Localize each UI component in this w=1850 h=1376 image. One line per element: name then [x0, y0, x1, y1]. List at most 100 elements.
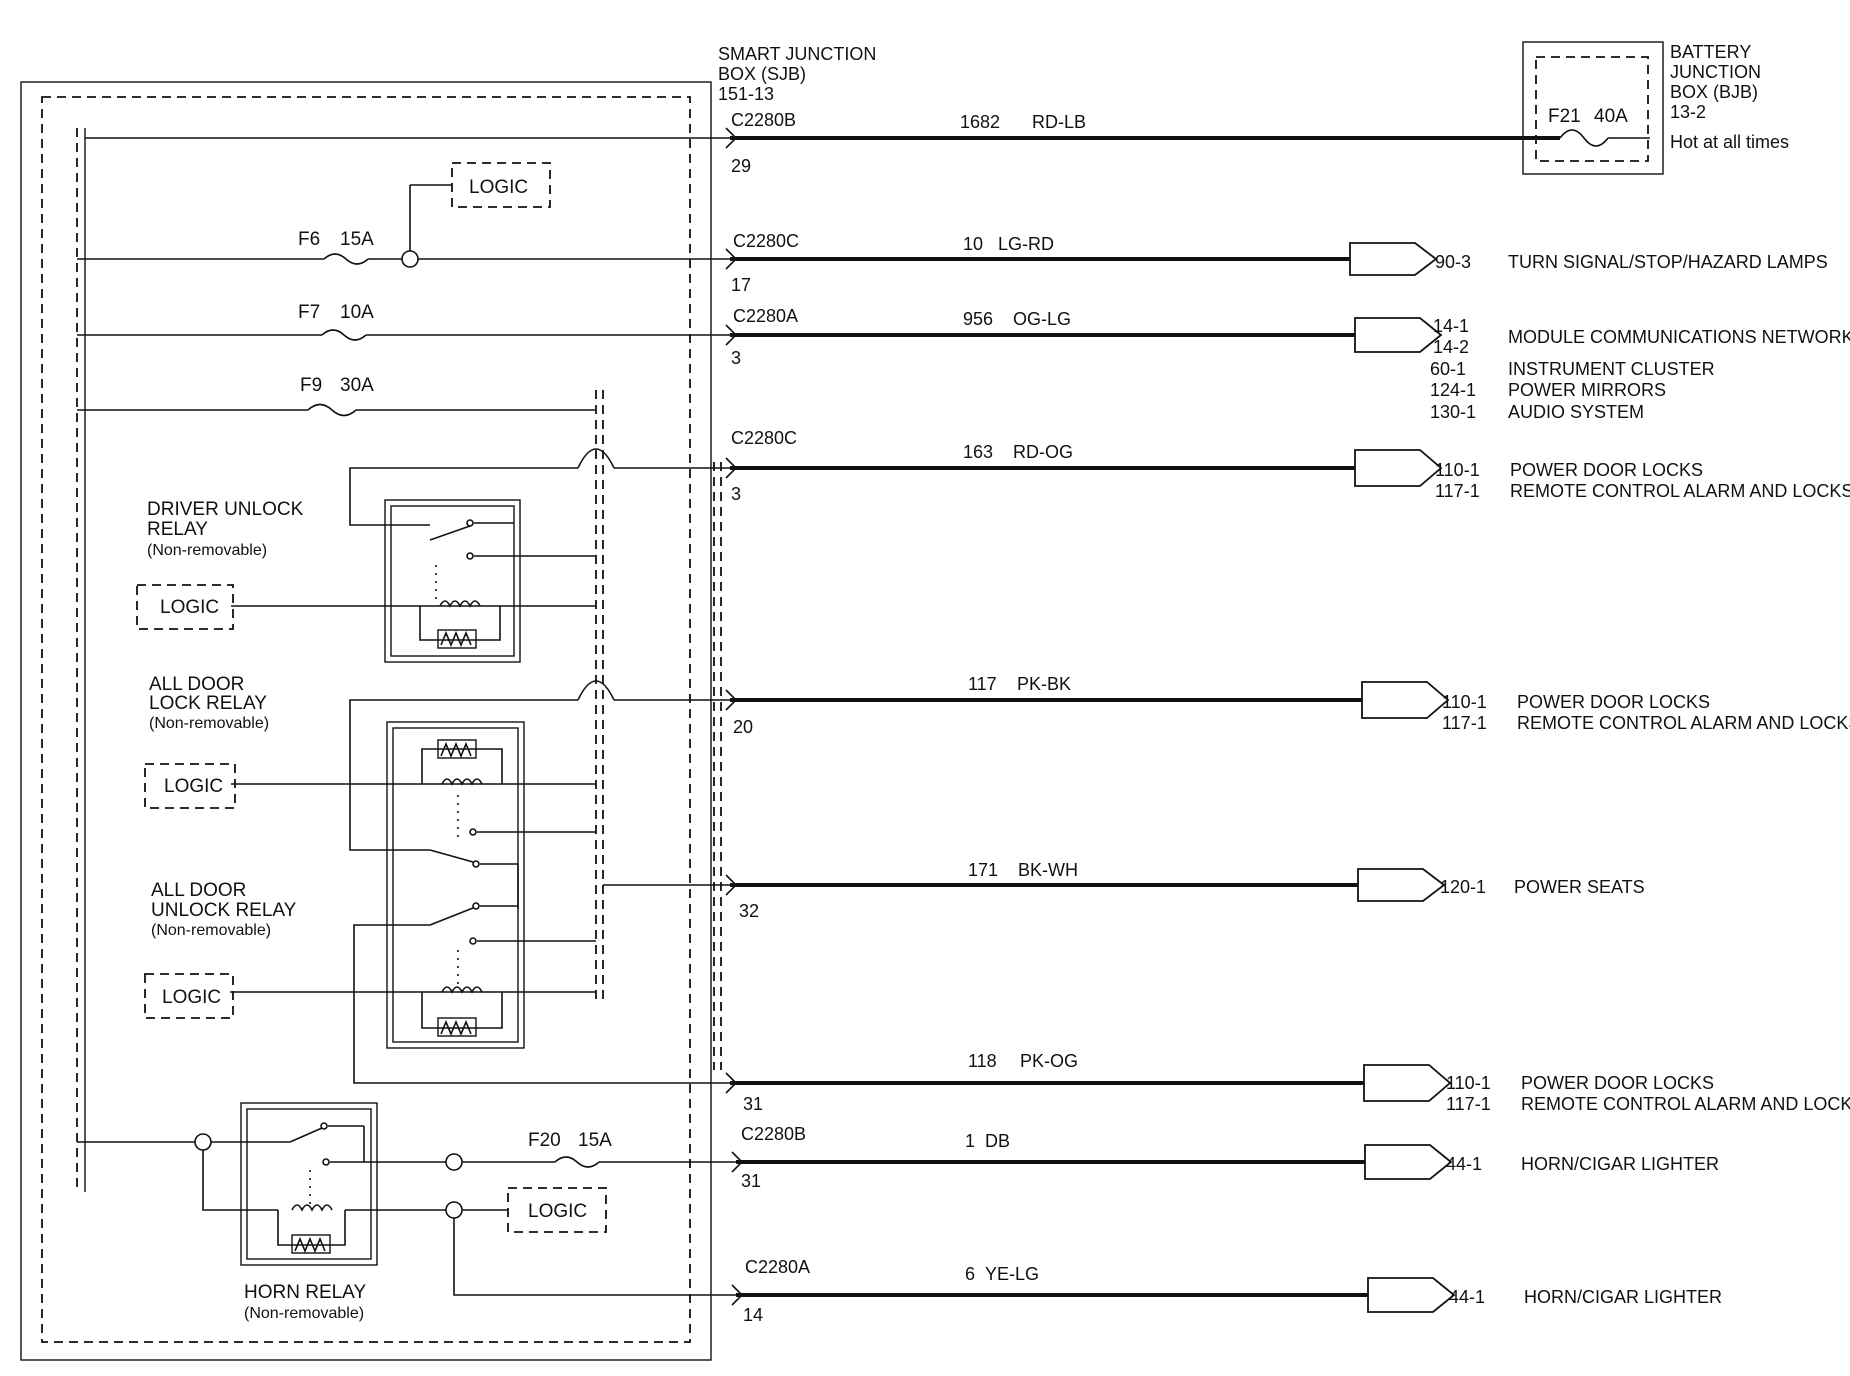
bjb-outer-border — [1522, 41, 1664, 175]
connector-label-3c: C2280C — [731, 428, 797, 448]
relay-du-resistor — [437, 629, 477, 649]
circuit-number-956: 956 — [963, 309, 993, 329]
relay-label-all-unlock-2: UNLOCK RELAY — [151, 900, 297, 921]
sjb-label-line3: 151-13 — [718, 84, 774, 104]
wire-color-lg-rd: LG-RD — [998, 234, 1054, 254]
connector-symbol-117 — [1361, 681, 1450, 719]
ref-page-14-1: 14-1 — [1433, 316, 1469, 336]
fuse-f20-rating: 15A — [578, 1130, 612, 1151]
ref-desc-horn-b: HORN/CIGAR LIGHTER — [1524, 1287, 1722, 1307]
wire-color-pk-bk: PK-BK — [1017, 674, 1071, 694]
relay-horn-coil-box — [277, 1210, 346, 1246]
relay-lock-resistor-zigzag — [440, 741, 472, 759]
fuse-f7-rating: 10A — [340, 302, 374, 323]
pin-number-3a: 3 — [731, 348, 741, 368]
wire-lock-relay-out — [349, 699, 578, 851]
relay-label-driver-unlock-1: DRIVER UNLOCK — [147, 499, 304, 520]
ref-page-117-1-a: 117-1 — [1435, 481, 1480, 501]
pin-arrow-3a — [725, 324, 738, 346]
relay-box-door-inner — [392, 727, 519, 1043]
fuse-f20-symbol — [554, 1156, 600, 1168]
relay-unlock-contact-nc — [469, 937, 477, 945]
bjb-label-line4: 13-2 — [1670, 102, 1706, 122]
bjb-fuse-symbol — [1559, 129, 1609, 147]
fuse-f7-symbol — [321, 329, 367, 341]
relay-unlock-coil-box — [421, 992, 503, 1029]
ref-page-124-1: 124-1 — [1430, 380, 1476, 400]
circuit-number-118: 118 — [968, 1051, 997, 1071]
pin-arrow-32 — [725, 874, 738, 896]
circuit-number-117: 117 — [968, 674, 997, 694]
relay-lock-contact-no — [469, 828, 477, 836]
ref-desc-audio-system: AUDIO SYSTEM — [1508, 402, 1644, 422]
fuse-f6-name: F6 — [298, 229, 320, 250]
wire-color-pk-og: PK-OG — [1020, 1051, 1078, 1071]
relay-unlock-contact-no — [472, 902, 480, 910]
ref-desc-power-door-locks-c: POWER DOOR LOCKS — [1521, 1073, 1714, 1093]
connector-label-17: C2280C — [733, 231, 799, 251]
circuit-number-1: 1 — [965, 1131, 975, 1151]
bjb-label-line3: BOX (BJB) — [1670, 82, 1758, 102]
ref-desc-power-mirrors: POWER MIRRORS — [1508, 380, 1666, 400]
logic-box-horn — [507, 1187, 607, 1233]
ref-page-130-1: 130-1 — [1430, 402, 1476, 422]
ref-desc-remote-alarm-a: REMOTE CONTROL ALARM AND LOCKS — [1510, 481, 1850, 501]
ref-desc-power-seats: POWER SEATS — [1514, 877, 1645, 897]
fuse-f9-symbol — [307, 403, 357, 417]
wire-color-og-lg: OG-LG — [1013, 309, 1071, 329]
ref-page-117-1-c: 117-1 — [1446, 1094, 1491, 1114]
relay-horn-coil — [291, 1204, 333, 1212]
connector-label-29: C2280B — [731, 110, 796, 130]
bjb-label-line1: BATTERY — [1670, 42, 1751, 62]
splice-horn-out — [445, 1153, 463, 1171]
relay-unlock-resistor-zigzag — [440, 1019, 472, 1037]
connector-symbol-118 — [1363, 1064, 1452, 1102]
relay-du-resistor-zigzag — [440, 630, 472, 648]
splice-horn-logic — [445, 1201, 463, 1219]
ref-desc-power-door-locks-a: POWER DOOR LOCKS — [1510, 460, 1703, 480]
relay-lock-coil-box — [421, 748, 503, 784]
bjb-hot-note: Hot at all times — [1670, 132, 1789, 152]
circuit-number-163: 163 — [963, 442, 993, 462]
ref-page-44-1-a: 44-1 — [1446, 1154, 1482, 1174]
ref-desc-horn-a: HORN/CIGAR LIGHTER — [1521, 1154, 1719, 1174]
relay-label-driver-unlock-2: RELAY — [147, 519, 208, 540]
relay-box-driver-unlock-inner — [390, 505, 515, 657]
logic-label-f6: LOGIC — [469, 177, 528, 198]
relay-label-all-unlock-3: (Non-removable) — [151, 922, 271, 939]
pin-number-14: 14 — [743, 1305, 763, 1325]
relay-label-horn-2: (Non-removable) — [244, 1305, 364, 1322]
relay-label-all-lock-1: ALL DOOR — [149, 674, 244, 695]
circuit-number-171: 171 — [968, 860, 998, 880]
bjb-label-line2: JUNCTION — [1670, 62, 1761, 82]
relay-du-contact-nc — [466, 552, 474, 560]
wire-color-db: DB — [985, 1131, 1010, 1151]
fuse-f9-rating: 30A — [340, 375, 374, 396]
wire-163-hop — [577, 448, 615, 469]
relay-du-armature — [429, 525, 471, 541]
circuit-number-10: 10 — [963, 234, 983, 254]
pin-arrow-14 — [731, 1284, 744, 1306]
wire-unlock-relay-out — [353, 924, 730, 1084]
pin-number-32: 32 — [739, 901, 759, 921]
relay-label-all-lock-2: LOCK RELAY — [149, 693, 267, 714]
relay-du-coil-box — [419, 606, 501, 641]
ref-desc-remote-alarm-c: REMOTE CONTROL ALARM AND LOCKS — [1521, 1094, 1850, 1114]
ref-page-14-2: 14-2 — [1433, 337, 1469, 357]
ref-page-60-1: 60-1 — [1430, 359, 1466, 379]
pin-arrow-31b — [731, 1151, 744, 1173]
wire-driver-unlock-out — [349, 467, 578, 526]
ref-desc-module-comm: MODULE COMMUNICATIONS NETWORK — [1508, 327, 1850, 347]
relay-unlock-armature — [429, 907, 474, 926]
pin-arrow-3c — [725, 457, 738, 479]
relay-lock-contact-nc — [472, 860, 480, 868]
connector-symbol-90-3 — [1349, 242, 1438, 276]
ref-desc-power-door-locks-b: POWER DOOR LOCKS — [1517, 692, 1710, 712]
splice-horn-feed — [194, 1133, 212, 1151]
ref-page-110-1-c: 110-1 — [1446, 1073, 1491, 1093]
wire-color-rd-lb: RD-LB — [1032, 112, 1086, 132]
relay-box-door-outer — [386, 721, 525, 1049]
connector-symbol-120-1 — [1357, 868, 1446, 902]
sjb-label-line1: SMART JUNCTION — [718, 44, 876, 64]
logic-box-f6 — [451, 162, 551, 208]
